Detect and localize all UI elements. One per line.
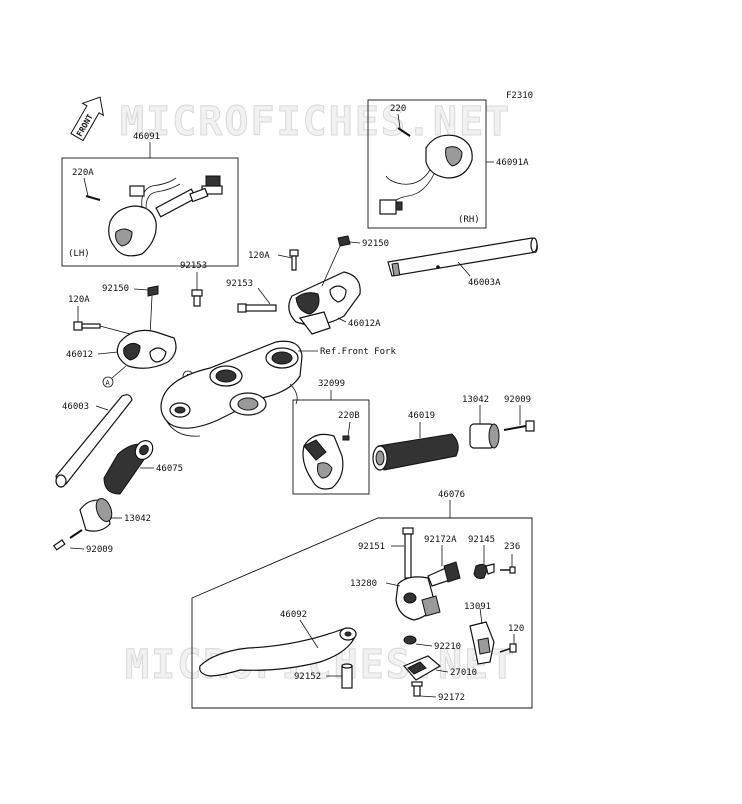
left-clamp-46012 bbox=[116, 329, 177, 369]
pivot-bolt-92151 bbox=[402, 527, 414, 579]
right-handlebar-46003a bbox=[387, 237, 538, 277]
left-grip-46075 bbox=[103, 440, 154, 495]
label-220a-lh: 220A bbox=[72, 168, 94, 178]
label-46076: 46076 bbox=[438, 490, 465, 500]
bolt-92153-a bbox=[237, 303, 277, 313]
label-46012: 46012 bbox=[66, 350, 93, 360]
screw-92172 bbox=[411, 681, 423, 697]
label-92150-a: 92150 bbox=[362, 239, 389, 249]
label-92150-b: 92150 bbox=[102, 284, 129, 294]
label-27010: 27010 bbox=[450, 668, 477, 678]
figure-code: F2310 bbox=[506, 91, 533, 101]
label-92151: 92151 bbox=[358, 542, 385, 552]
bolt-120a-a bbox=[289, 249, 299, 271]
mark-a-left bbox=[102, 376, 114, 388]
label-92009-b: 92009 bbox=[86, 545, 113, 555]
switch-27010 bbox=[403, 655, 442, 681]
label-92172a: 92172A bbox=[424, 535, 457, 545]
bracket-13091 bbox=[469, 621, 495, 665]
label-46003: 46003 bbox=[62, 402, 89, 412]
label-92172: 92172 bbox=[438, 693, 465, 703]
label-236: 236 bbox=[504, 542, 520, 552]
rh-switch-housing bbox=[379, 127, 473, 215]
label-46091a: 46091A bbox=[496, 158, 529, 168]
lh-tag: (LH) bbox=[68, 249, 90, 259]
right-bolt-92009 bbox=[503, 420, 535, 432]
label-92153-a: 92153 bbox=[226, 279, 253, 289]
label-13042-b: 13042 bbox=[124, 514, 151, 524]
watermark-top: MICROFICHES.NET bbox=[120, 99, 511, 145]
label-92009-a: 92009 bbox=[504, 395, 531, 405]
label-92152: 92152 bbox=[294, 672, 321, 682]
nut-92210 bbox=[403, 635, 417, 645]
label-13091: 13091 bbox=[464, 602, 491, 612]
label-46019: 46019 bbox=[408, 411, 435, 421]
rh-switch-box bbox=[367, 99, 487, 229]
right-clamp-46012a bbox=[288, 271, 361, 335]
ref-front-fork: Ref.Front Fork bbox=[320, 347, 396, 357]
right-weight-13042 bbox=[469, 423, 500, 449]
left-bolt-92009 bbox=[52, 529, 83, 551]
spring-92145 bbox=[473, 563, 495, 579]
label-13280: 13280 bbox=[350, 579, 377, 589]
bolt-92153-b bbox=[191, 289, 203, 307]
label-46075: 46075 bbox=[156, 464, 183, 474]
label-120a-a: 120A bbox=[248, 251, 270, 261]
cap-92150-b bbox=[147, 285, 159, 297]
label-92210: 92210 bbox=[434, 642, 461, 652]
label-220b: 220B bbox=[338, 411, 360, 421]
label-120: 120 bbox=[508, 624, 524, 634]
mark-a-left-text: A bbox=[106, 379, 111, 387]
top-triple-clamp bbox=[160, 340, 303, 437]
label-32099: 32099 bbox=[318, 379, 345, 389]
bolt-120a-b bbox=[73, 321, 101, 331]
label-220-rh: 220 bbox=[390, 104, 406, 114]
label-120a-b: 120A bbox=[68, 295, 90, 305]
lh-switch-housing bbox=[85, 175, 223, 257]
bolt-120 bbox=[499, 643, 517, 653]
label-92153-b: 92153 bbox=[180, 261, 207, 271]
right-grip-46019 bbox=[372, 433, 459, 471]
label-46091: 46091 bbox=[133, 132, 160, 142]
label-46092: 46092 bbox=[280, 610, 307, 620]
clutch-assembly-box bbox=[191, 517, 533, 709]
clutch-lever-46092 bbox=[199, 627, 357, 677]
throttle-housing-32099 bbox=[302, 433, 350, 490]
label-13042-a: 13042 bbox=[462, 395, 489, 405]
front-arrow-icon: FRONT bbox=[70, 96, 105, 142]
cap-92150-a bbox=[337, 235, 351, 247]
label-46003a: 46003A bbox=[468, 278, 501, 288]
label-92145: 92145 bbox=[468, 535, 495, 545]
screw-236 bbox=[500, 566, 516, 574]
label-46012a: 46012A bbox=[348, 319, 381, 329]
left-handlebar-46003 bbox=[55, 394, 133, 488]
collar-92152 bbox=[341, 663, 353, 689]
adjuster-92172a bbox=[427, 561, 461, 587]
left-weight-13042 bbox=[79, 497, 113, 532]
rh-tag: (RH) bbox=[458, 215, 480, 225]
lever-holder-13280 bbox=[395, 576, 441, 621]
